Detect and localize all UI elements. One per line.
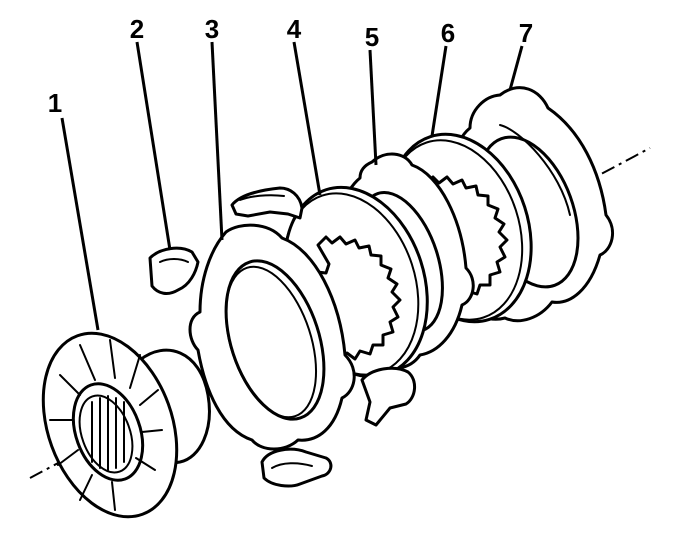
leader-line-7 bbox=[508, 45, 524, 91]
leader-line-5 bbox=[368, 49, 378, 166]
leader-line-3 bbox=[210, 41, 224, 241]
leader-line-6 bbox=[430, 45, 448, 137]
leader-line-4 bbox=[292, 41, 322, 196]
callout-3: 3 bbox=[205, 14, 219, 44]
callout-6: 6 bbox=[441, 18, 455, 48]
bottom-clip bbox=[260, 447, 333, 488]
part-3-eared-plate bbox=[188, 223, 356, 451]
leader-line-1 bbox=[60, 117, 100, 331]
part-1-side-gear bbox=[41, 331, 211, 519]
part-2-clip bbox=[148, 246, 200, 295]
callout-4: 4 bbox=[287, 14, 302, 44]
callout-1: 1 bbox=[48, 88, 62, 118]
leader-line-2 bbox=[135, 41, 172, 251]
callout-2: 2 bbox=[130, 14, 144, 44]
part-4-lower-clip bbox=[360, 366, 416, 427]
callout-5: 5 bbox=[365, 22, 379, 52]
part-3-upper-clip bbox=[230, 186, 304, 220]
callout-7: 7 bbox=[519, 18, 533, 48]
